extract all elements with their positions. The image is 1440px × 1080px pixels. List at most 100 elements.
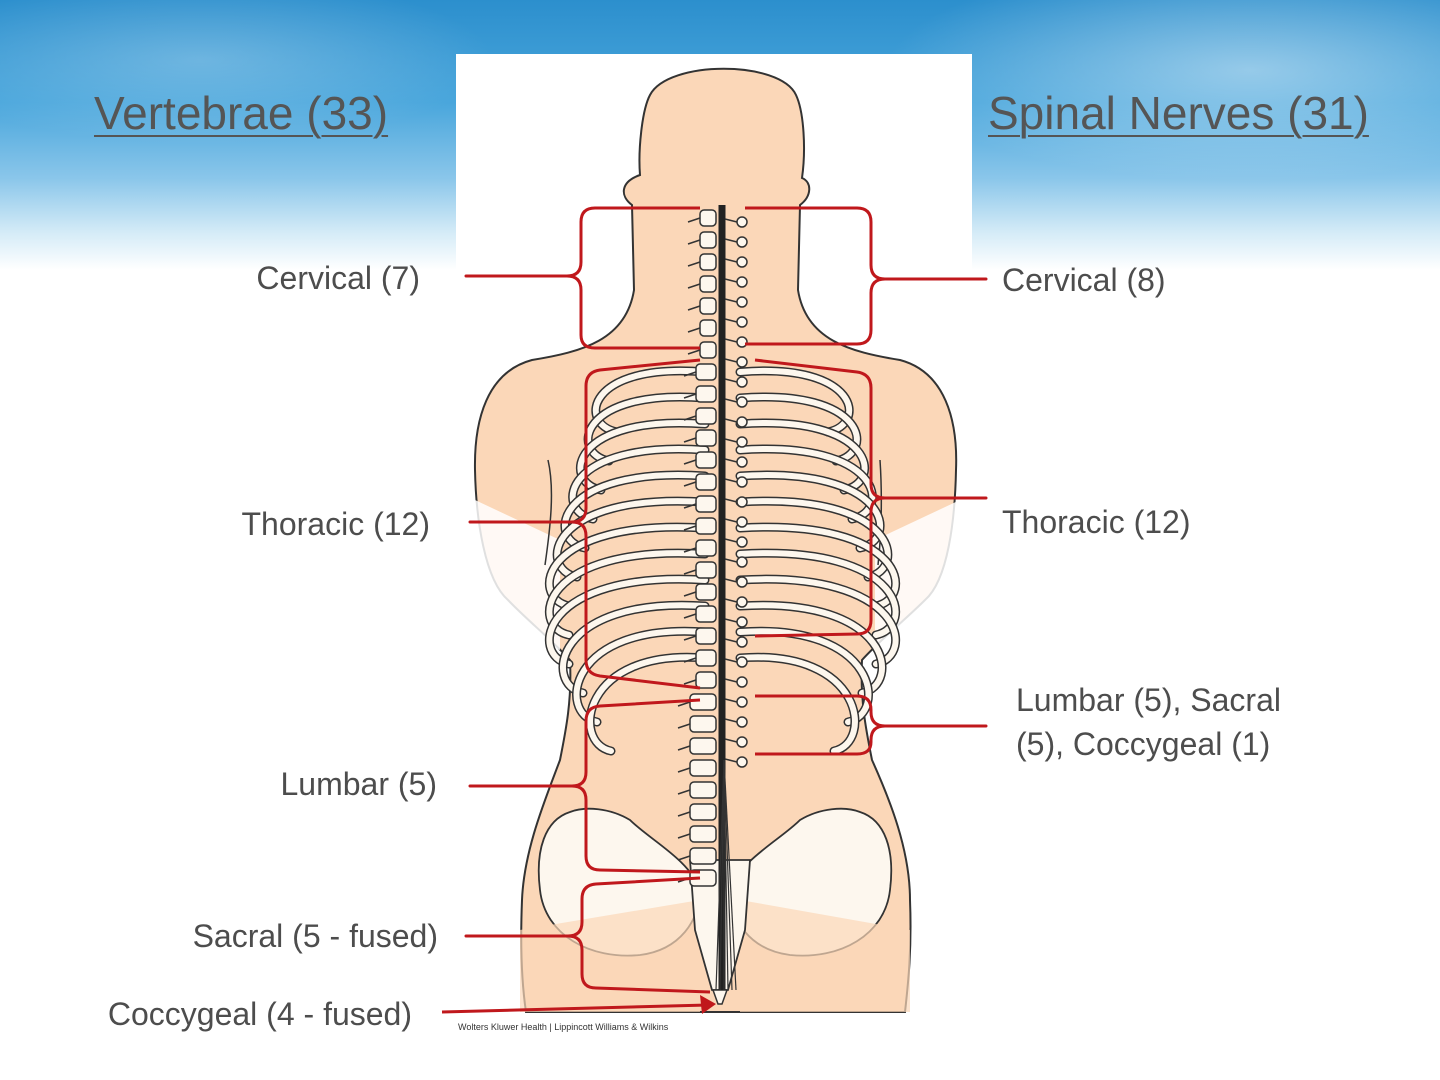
transverse-process bbox=[677, 767, 691, 773]
vertebra bbox=[695, 605, 717, 623]
nerve-root bbox=[724, 378, 738, 383]
rib-left-fill bbox=[577, 420, 708, 493]
nerve-root bbox=[724, 658, 738, 663]
left-arm-fade bbox=[470, 500, 560, 650]
transverse-process bbox=[677, 789, 691, 795]
nerve-root bbox=[724, 338, 738, 343]
cauda-equina-strand bbox=[723, 759, 729, 991]
transverse-process bbox=[683, 635, 697, 641]
transverse-process bbox=[683, 393, 697, 399]
transverse-process bbox=[677, 855, 691, 861]
nerve-ganglion bbox=[736, 316, 748, 328]
pelvis-fade bbox=[520, 900, 700, 1012]
vertebra bbox=[695, 429, 717, 447]
heading-vertebrae: Vertebrae (33) bbox=[94, 87, 389, 139]
vertebra bbox=[695, 627, 717, 645]
label-coccygeal-vertebrae: Coccygeal (4 - fused) bbox=[107, 996, 412, 1032]
nerve-ganglion bbox=[736, 296, 748, 308]
nerve-ganglion bbox=[736, 696, 748, 708]
rib-right-fill bbox=[737, 446, 876, 522]
label-cervical-nerves: Cervical (8) bbox=[1002, 262, 1166, 298]
nerve-root bbox=[724, 538, 738, 543]
vertebra bbox=[695, 539, 717, 557]
nerve-ganglion bbox=[736, 396, 748, 408]
transverse-process bbox=[683, 591, 697, 597]
transverse-process bbox=[677, 833, 691, 839]
label-cervical-vertebrae: Cervical (7) bbox=[256, 260, 420, 296]
transverse-process bbox=[677, 723, 691, 729]
transverse-process bbox=[683, 503, 697, 509]
nerve-root bbox=[724, 558, 738, 563]
vertebra bbox=[695, 561, 717, 579]
nerve-root bbox=[724, 358, 738, 363]
transverse-process bbox=[687, 261, 701, 267]
transverse-process bbox=[687, 217, 701, 223]
nerve-root bbox=[724, 398, 738, 403]
cauda-equina-strand bbox=[723, 759, 733, 991]
rib-right-fill bbox=[737, 628, 872, 725]
transverse-process bbox=[683, 437, 697, 443]
back-silhouette bbox=[473, 67, 958, 1013]
vertebra bbox=[695, 451, 717, 469]
vertebra bbox=[689, 803, 717, 821]
vertebra bbox=[689, 737, 717, 755]
rib-right-fill bbox=[737, 367, 853, 435]
label-lumbar-sacral-nerves-line2: (5), Coccygeal (1) bbox=[1016, 726, 1271, 762]
rib-left-fill bbox=[573, 628, 708, 725]
transverse-process bbox=[687, 239, 701, 245]
vertebra bbox=[699, 341, 717, 359]
vertebra bbox=[695, 495, 717, 513]
nerve-root bbox=[724, 458, 738, 463]
rib-right-fill bbox=[737, 393, 860, 464]
nerve-ganglion bbox=[736, 496, 748, 508]
transverse-process bbox=[683, 525, 697, 531]
rib-right-fill bbox=[737, 602, 885, 696]
transverse-process bbox=[677, 811, 691, 817]
left-arm-crease bbox=[544, 459, 553, 566]
vertebra bbox=[699, 319, 717, 337]
vertebra bbox=[689, 781, 717, 799]
transverse-process bbox=[683, 679, 697, 685]
vertebra bbox=[699, 209, 717, 227]
rib-left-fill bbox=[585, 393, 708, 464]
bracket-nerves-cervical bbox=[745, 206, 988, 346]
nerve-ganglion bbox=[736, 736, 748, 748]
transverse-process bbox=[683, 459, 697, 465]
cauda-equina-strand bbox=[719, 759, 725, 991]
cauda-equina-strand bbox=[715, 759, 725, 991]
vertebra bbox=[699, 297, 717, 315]
nerve-root bbox=[724, 238, 738, 243]
nerve-ganglion bbox=[736, 376, 748, 388]
vertebra bbox=[689, 847, 717, 865]
transverse-process bbox=[683, 569, 697, 575]
transverse-process bbox=[683, 547, 697, 553]
nerve-root bbox=[724, 698, 738, 703]
nerve-root bbox=[724, 718, 738, 723]
nerve-root bbox=[724, 638, 738, 643]
spinal-nerve-roots bbox=[715, 216, 748, 991]
vertebra bbox=[695, 385, 717, 403]
nerve-root bbox=[724, 318, 738, 323]
rib-right-fill bbox=[737, 498, 891, 580]
nerve-ganglion bbox=[736, 436, 748, 448]
vertebra bbox=[689, 759, 717, 777]
bracket-vertebrae-thoracic bbox=[468, 358, 701, 690]
nerve-root bbox=[724, 418, 738, 423]
nerve-ganglion bbox=[736, 456, 748, 468]
nerve-root bbox=[724, 498, 738, 503]
arrow-coccygeal-head bbox=[700, 995, 716, 1014]
nerve-ganglion bbox=[736, 516, 748, 528]
vertebral-column bbox=[677, 209, 717, 887]
transverse-process bbox=[683, 481, 697, 487]
rib-left-fill bbox=[560, 602, 708, 696]
vertebra bbox=[689, 715, 717, 733]
label-lumbar-sacral-nerves-line1: Lumbar (5), Sacral bbox=[1016, 682, 1281, 718]
label-sacral-vertebrae: Sacral (5 - fused) bbox=[192, 918, 438, 954]
nerve-ganglion bbox=[736, 356, 748, 368]
transverse-process bbox=[687, 305, 701, 311]
label-thoracic-vertebrae: Thoracic (12) bbox=[241, 506, 431, 542]
nerve-ganglion bbox=[736, 756, 748, 768]
vertebra bbox=[695, 649, 717, 667]
label-thoracic-nerves: Thoracic (12) bbox=[1002, 504, 1191, 540]
